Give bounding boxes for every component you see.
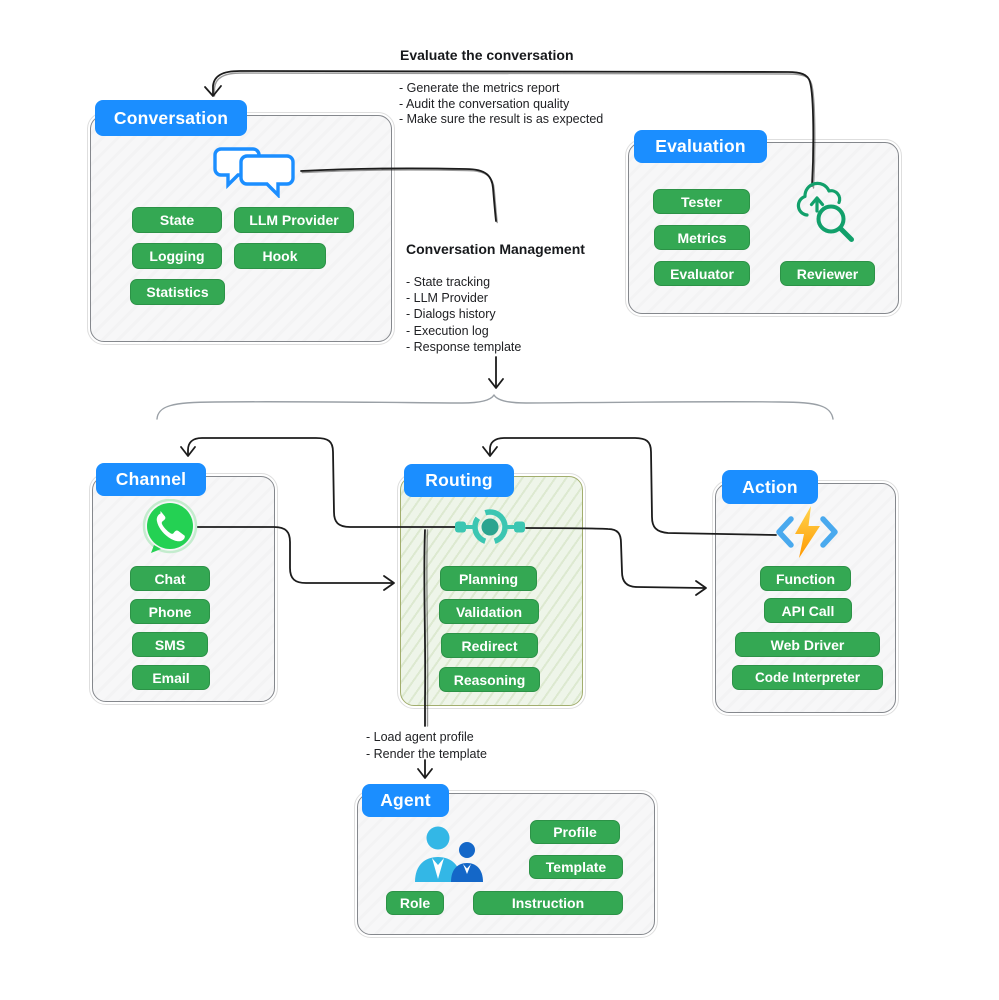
arrowhead-channel xyxy=(180,446,196,457)
bullet-line: - Execution log xyxy=(406,323,489,338)
pill-reasoning: Reasoning xyxy=(439,667,540,692)
pill-web-driver: Web Driver xyxy=(735,632,880,657)
conversation-header: Conversation xyxy=(95,100,247,136)
arrowhead-conversation xyxy=(204,85,222,97)
router-hub-icon xyxy=(452,501,528,558)
pill-statistics: Statistics xyxy=(130,279,225,305)
pill-sms: SMS xyxy=(132,632,208,657)
bullet-line: - State tracking xyxy=(406,275,491,289)
pill-validation: Validation xyxy=(439,599,539,624)
conversation-management-bullets: - State tracking - LLM Provider - Dialog… xyxy=(406,274,521,355)
bullet-line: - Load agent profile xyxy=(366,730,474,744)
pill-email: Email xyxy=(132,665,210,690)
bullet-line: - Response template xyxy=(406,339,522,354)
routing-header: Routing xyxy=(404,464,514,497)
whatsapp-icon xyxy=(142,498,198,560)
pill-state: State xyxy=(132,207,222,233)
arrowhead-action-left xyxy=(695,580,707,596)
pill-llm-provider: LLM Provider xyxy=(234,207,354,233)
pill-api-call: API Call xyxy=(764,598,852,623)
pill-chat: Chat xyxy=(130,566,210,591)
bullet-line: - Make sure the result is as expected xyxy=(399,112,604,127)
bullet-line: - Audit the conversation quality xyxy=(399,96,570,111)
pill-reviewer: Reviewer xyxy=(780,261,875,286)
chat-bubbles-icon xyxy=(211,144,303,203)
pill-metrics: Metrics xyxy=(654,225,750,250)
cloud-search-icon xyxy=(790,178,858,251)
pill-hook: Hook xyxy=(234,243,326,269)
bullet-line: - Generate the metrics report xyxy=(399,81,560,95)
evaluate-title: Evaluate the conversation xyxy=(400,47,574,63)
pill-role: Role xyxy=(386,891,444,915)
bullet-line: - LLM Provider xyxy=(406,291,488,306)
evaluation-header: Evaluation xyxy=(634,130,767,163)
pill-redirect: Redirect xyxy=(441,633,538,658)
grouping-brace xyxy=(156,394,834,420)
agent-header: Agent xyxy=(362,784,449,817)
arrowhead-brace xyxy=(488,378,504,389)
pill-function: Function xyxy=(760,566,851,591)
pill-phone: Phone xyxy=(130,599,210,624)
arrowhead-agent xyxy=(417,768,433,779)
bullet-line: - Render the template xyxy=(366,746,487,761)
pill-instruction: Instruction xyxy=(473,891,623,915)
agents-icon xyxy=(408,824,490,891)
pill-logging: Logging xyxy=(132,243,222,269)
arrowhead-routing-left xyxy=(383,575,395,591)
function-bolt-icon xyxy=(776,506,838,563)
bullet-line: - Dialogs history xyxy=(406,307,496,322)
pill-planning: Planning xyxy=(440,566,537,591)
pill-code-interpreter: Code Interpreter xyxy=(732,665,883,690)
agent-bullets: - Load agent profile - Render the templa… xyxy=(366,729,487,762)
action-header: Action xyxy=(722,470,818,504)
pill-template: Template xyxy=(529,855,623,879)
conversation-management-title: Conversation Management xyxy=(406,241,585,257)
channel-header: Channel xyxy=(96,463,206,496)
pill-profile: Profile xyxy=(530,820,620,844)
pill-tester: Tester xyxy=(653,189,750,214)
arrowhead-routing-header xyxy=(482,446,498,457)
pill-evaluator: Evaluator xyxy=(654,261,750,286)
evaluate-bullets: - Generate the metrics report - Audit th… xyxy=(399,81,603,128)
